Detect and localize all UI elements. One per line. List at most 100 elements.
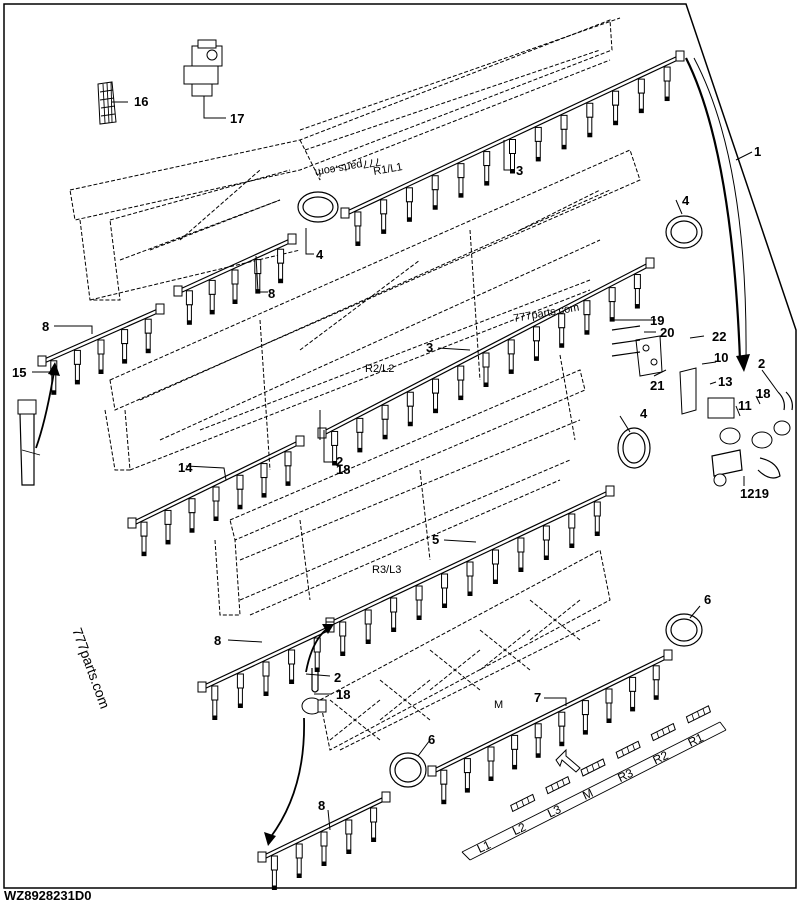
nozzle	[73, 349, 81, 385]
callout-16: 16	[134, 94, 148, 109]
nozzle	[482, 352, 490, 387]
pipe-l-bottom	[257, 791, 391, 890]
pipe-l2	[127, 435, 305, 557]
nozzle	[558, 313, 566, 348]
nozzle	[558, 711, 566, 747]
nozzle	[97, 339, 105, 374]
nozzle	[432, 378, 440, 414]
nozzle	[406, 391, 414, 427]
section-order-label: M	[580, 786, 595, 803]
nozzle	[144, 318, 152, 354]
nozzle	[185, 290, 193, 325]
callout-4: 4	[316, 247, 324, 262]
nozzle	[560, 114, 568, 150]
nozzle	[633, 274, 641, 309]
diagram-frame	[3, 3, 797, 889]
callout-8: 8	[318, 798, 325, 813]
nozzle	[532, 326, 540, 361]
nozzle	[231, 269, 239, 304]
nozzle	[441, 573, 449, 608]
callout-4: 4	[640, 406, 648, 421]
nozzle	[534, 126, 542, 162]
nozzle	[542, 525, 550, 560]
callout-8: 8	[214, 633, 221, 648]
nozzle	[354, 211, 362, 246]
pipe-fitting	[340, 207, 350, 219]
nozzle	[487, 746, 495, 781]
nozzle	[277, 248, 285, 284]
nozzle	[320, 831, 328, 866]
nozzle	[260, 463, 268, 498]
nozzle	[586, 102, 594, 138]
pipe-fitting	[257, 851, 267, 863]
section-label-r1l1: R1/L1	[372, 161, 403, 178]
nozzle	[629, 676, 637, 712]
pipe-fitting	[663, 649, 673, 661]
nozzle	[121, 329, 129, 364]
callout-13: 13	[718, 374, 732, 389]
section-ladder	[580, 758, 606, 777]
watermark: 777parts.com	[314, 155, 382, 178]
callout-22: 22	[712, 329, 726, 344]
boom-frame-r1l1	[69, 17, 621, 301]
pipe-fitting	[427, 765, 437, 777]
section-ladder	[545, 776, 571, 795]
callout-7: 7	[534, 690, 541, 705]
callout-2: 2	[336, 454, 343, 469]
arrow-cap-up	[305, 624, 334, 673]
callout-6: 6	[704, 592, 711, 607]
nozzle	[583, 300, 591, 335]
drawing-code: WZ8928231D0	[4, 888, 91, 903]
section-ladder	[510, 793, 536, 813]
callout-18: 18	[336, 687, 350, 702]
section-order-label: L1	[475, 837, 493, 855]
nozzle	[164, 509, 172, 545]
nozzle	[637, 78, 645, 114]
nozzle	[608, 287, 616, 322]
pipe-fitting	[381, 791, 391, 803]
hose-coil-r2	[665, 215, 703, 249]
nozzle	[507, 339, 515, 374]
pipe-fitting	[295, 435, 305, 447]
section-order-label: R3	[615, 766, 635, 785]
section-label-r3l3: R3/L3	[372, 564, 401, 576]
section-order-label: R1	[686, 730, 706, 749]
callout-8: 8	[268, 286, 275, 301]
nozzle	[457, 163, 465, 198]
callout-14: 14	[178, 460, 193, 475]
pipe-fitting	[605, 485, 615, 497]
pipe-fitting	[155, 303, 165, 315]
section-order-label: L2	[510, 820, 528, 838]
leader-lines	[32, 96, 779, 831]
nozzle-cap-icon	[301, 668, 327, 715]
callout-18: 18	[336, 462, 350, 477]
nozzle	[356, 417, 364, 453]
pipe-r3	[325, 485, 615, 656]
callout-8: 8	[42, 319, 49, 334]
callout-1: 1	[754, 144, 761, 159]
callout-2: 2	[334, 670, 341, 685]
nozzle	[331, 430, 339, 466]
nozzle	[405, 187, 413, 222]
nozzle	[431, 175, 439, 210]
callout-5: 5	[432, 532, 439, 547]
hose-coil-m	[665, 613, 703, 647]
nozzle	[612, 90, 620, 126]
nozzle-pipes	[37, 50, 685, 890]
nozzle	[295, 843, 303, 878]
nozzle	[381, 404, 389, 440]
nozzle	[236, 474, 244, 510]
section-order-label: R2	[651, 748, 671, 767]
nozzle	[517, 537, 525, 572]
hose-coil-r3	[617, 427, 651, 469]
callout-20: 20	[660, 325, 674, 340]
nozzle	[415, 585, 423, 620]
pipe-r1	[340, 50, 685, 246]
pipe-fitting	[173, 285, 183, 297]
nozzle	[568, 513, 576, 548]
callout-6: 6	[428, 732, 435, 747]
nozzle	[491, 549, 499, 584]
nozzle	[440, 769, 448, 805]
nozzle	[236, 673, 244, 708]
